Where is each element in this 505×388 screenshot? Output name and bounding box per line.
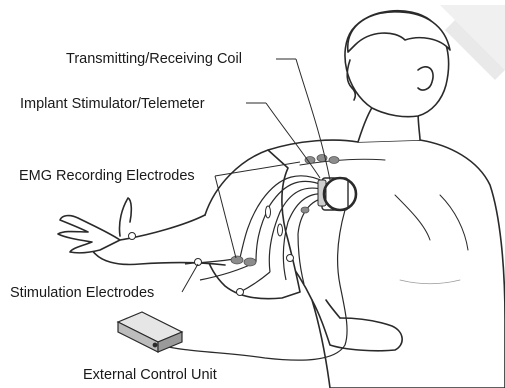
stim-electrode [266,206,271,218]
implant-stimulator [318,178,348,210]
label-coil: Transmitting/Receiving Coil [66,52,242,67]
emg-electrode [231,256,243,264]
stim-electrode [287,255,294,262]
external-control-unit [118,312,182,352]
label-implant: Implant Stimulator/Telemeter [20,97,205,112]
emg-electrode [305,157,315,164]
label-control-unit: External Control Unit [83,368,217,383]
emg-electrode [329,157,339,164]
label-emg-electrodes: EMG Recording Electrodes [19,169,195,184]
thumb [119,198,131,236]
stim-electrode [129,233,136,240]
stim-electrode [237,289,244,296]
emg-electrode [244,258,256,266]
label-stimulation-electrodes: Stimulation Electrodes [10,286,154,301]
stim-electrode [278,224,283,236]
ear [418,67,433,90]
emg-electrode [301,207,309,213]
